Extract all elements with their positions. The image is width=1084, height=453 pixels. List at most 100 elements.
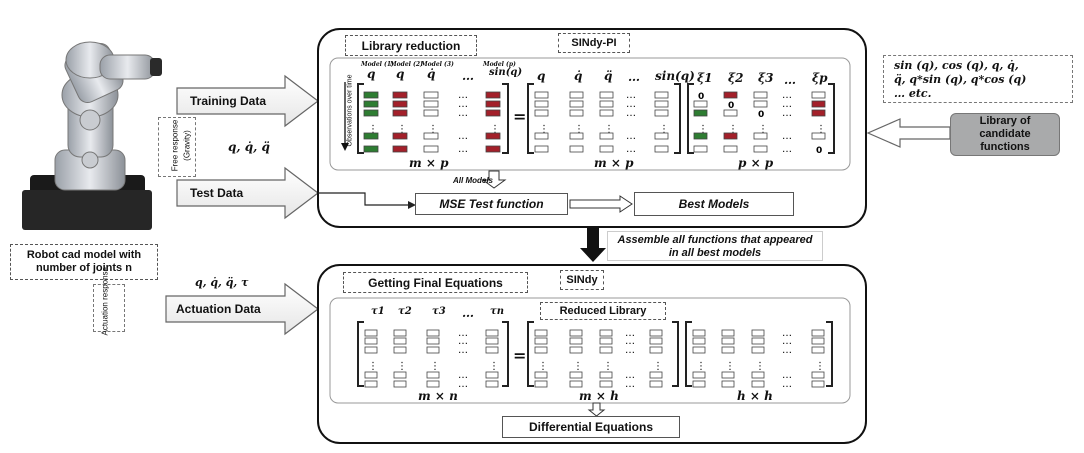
theta-col-label-2: q̇ <box>574 69 583 83</box>
horizontal-dots: … <box>458 336 468 347</box>
assemble-arrow <box>580 227 606 262</box>
matrix-cell <box>393 371 407 379</box>
observations-label: Observations over time <box>346 74 354 147</box>
matrix-cell <box>599 100 614 108</box>
horizontal-dots: … <box>625 336 635 347</box>
matrix-cell <box>693 109 708 117</box>
tau-dots: … <box>462 306 474 320</box>
horizontal-dots: … <box>458 131 468 142</box>
assemble-box: Assemble all functions that appeared in … <box>607 231 823 261</box>
matrix-cell <box>811 329 825 337</box>
matrix-cell <box>363 145 379 153</box>
actuation-data-arrow <box>165 282 319 336</box>
matrix-cell <box>426 371 440 379</box>
matrix-cell <box>811 346 825 354</box>
matrix-cell <box>721 371 735 379</box>
dim-top-middle: m × p <box>594 156 634 170</box>
vertical-dots: ⋮ <box>397 361 407 372</box>
matrix-cell <box>753 91 768 99</box>
vertical-dots: ⋮ <box>397 124 407 135</box>
matrix-cell <box>693 145 708 153</box>
actuation-label: Actuation response <box>100 267 110 336</box>
dim-bottom-right: h × h <box>737 389 773 403</box>
test-to-mse-line <box>318 192 408 206</box>
matrix-cell <box>693 100 708 108</box>
tau-label-3: τ3 <box>432 306 446 317</box>
matrix-cell <box>751 371 765 379</box>
model-header-4: Model (p) <box>483 61 516 68</box>
vertical-dots: ⋮ <box>815 361 825 372</box>
matrix-cell <box>654 91 669 99</box>
model-col-label-4: sin(q) <box>489 67 523 78</box>
robot-caption-box: Robot cad model with number of joints n <box>10 244 158 280</box>
horizontal-dots: … <box>625 370 635 381</box>
gravity-label: (Gravity) <box>182 130 192 161</box>
dim-bottom-left: m × n <box>418 389 458 403</box>
matrix-cell <box>485 132 501 140</box>
matrix-cell <box>654 109 669 117</box>
horizontal-dots: … <box>458 345 468 356</box>
matrix-cell <box>534 371 548 379</box>
matrix-cell <box>392 132 408 140</box>
matrix-cell <box>692 380 706 388</box>
zero-cell: 0 <box>728 101 734 111</box>
theta-col-label-4: sin(q) <box>655 69 695 83</box>
matrix-cell <box>426 337 440 345</box>
matrix-cell <box>751 380 765 388</box>
matrix-cell <box>569 109 584 117</box>
matrix-cell <box>723 91 738 99</box>
matrix-cell <box>811 337 825 345</box>
all-models-label: All Models <box>453 176 494 185</box>
horizontal-dots: … <box>625 345 635 356</box>
test-data-label: Test Data <box>190 186 244 200</box>
model-header-1: Model (1) <box>361 61 394 68</box>
matrix-cell <box>753 100 768 108</box>
horizontal-dots: … <box>458 99 468 110</box>
free-response-label: Free response <box>170 119 180 172</box>
matrix-cell <box>393 346 407 354</box>
to-differential-arrow <box>587 402 606 417</box>
equals-bottom: = <box>513 346 527 365</box>
vars-bottom: q, q̇, q̈, τ <box>195 276 249 289</box>
matrix-cell <box>654 145 669 153</box>
matrix-cell <box>649 380 663 388</box>
sindy-inner-box <box>329 297 851 404</box>
differential-equations-label: Differential Equations <box>528 420 653 434</box>
matrix-cell <box>485 91 501 99</box>
horizontal-dots: … <box>782 336 792 347</box>
training-data-label: Training Data <box>190 94 267 108</box>
vertical-dots: ⋮ <box>604 124 614 135</box>
matrix-cell <box>426 329 440 337</box>
horizontal-dots: … <box>458 90 468 101</box>
model-matrix-left-bracket <box>357 83 364 154</box>
vertical-dots: ⋮ <box>538 361 548 372</box>
model-col-dots: … <box>462 69 474 83</box>
horizontal-dots: … <box>782 345 792 356</box>
sindy-pi-title: SINdy-PI <box>571 37 617 49</box>
tau-label-4: τn <box>490 306 504 317</box>
horizontal-dots: … <box>458 370 468 381</box>
matrix-cell <box>423 100 439 108</box>
robot-caption: Robot cad model with number of joints n <box>26 249 142 274</box>
matrix-cell <box>534 346 548 354</box>
matrix-cell <box>721 329 735 337</box>
horizontal-dots: … <box>626 99 636 110</box>
matrix-cell <box>811 132 826 140</box>
vertical-dots: ⋮ <box>430 361 440 372</box>
dim-top-left: m × p <box>409 156 449 170</box>
h-matrix-right-bracket <box>826 321 833 387</box>
matrix-cell <box>485 380 499 388</box>
matrix-cell <box>693 132 708 140</box>
horizontal-dots: … <box>782 99 792 110</box>
matrix-cell <box>654 132 669 140</box>
tau-label-2: τ2 <box>398 306 412 317</box>
matrix-cell <box>534 329 548 337</box>
xi-matrix-right-bracket <box>828 83 835 154</box>
matrix-cell <box>569 145 584 153</box>
matrix-cell <box>534 100 549 108</box>
h-matrix-left-bracket <box>685 321 692 387</box>
matrix-cell <box>569 337 583 345</box>
candidates-line-3: … etc. <box>894 87 932 100</box>
theta-col-label-1: q <box>537 69 546 83</box>
sindy-pi-title-box: SINdy-PI <box>558 33 630 53</box>
